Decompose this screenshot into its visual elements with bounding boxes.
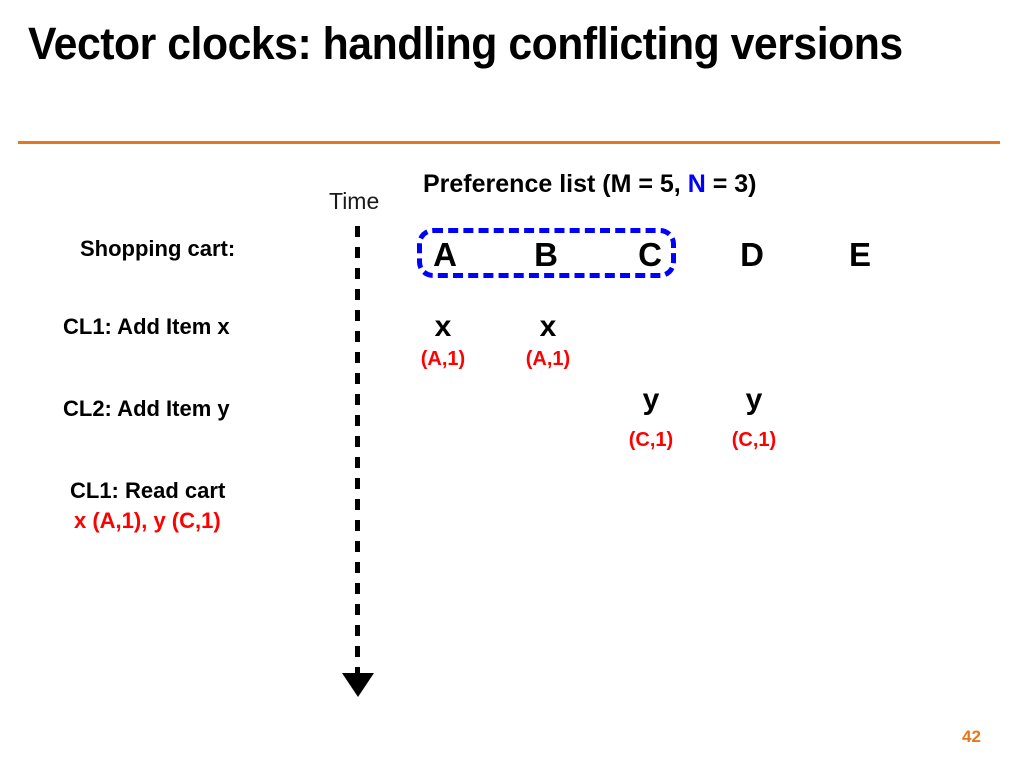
replica-item-x-on-b: x bbox=[539, 310, 557, 343]
node-label-d: D bbox=[740, 236, 764, 273]
page-number: 42 bbox=[962, 727, 981, 746]
replica-item-x-on-a: x bbox=[434, 310, 452, 343]
step-label: CL2: Add Item y bbox=[63, 396, 230, 421]
time-axis-dashed-line bbox=[355, 226, 360, 675]
preference-list-header: Preference list (M = 5, N = 3) bbox=[423, 170, 757, 199]
step-result-value: x (A,1), y (C,1) bbox=[74, 508, 221, 533]
preference-list-header-n: N bbox=[687, 170, 706, 198]
vector-clock-x-on-a: (A,1) bbox=[420, 348, 466, 370]
step-label: Shopping cart: bbox=[80, 236, 236, 261]
node-label-e: E bbox=[848, 236, 871, 273]
step-label: CL1: Add Item x bbox=[63, 314, 230, 339]
step-label: CL1: Read cart bbox=[70, 478, 226, 503]
time-axis-label: Time bbox=[329, 188, 380, 214]
quorum-highlight-box bbox=[417, 228, 676, 278]
node-label-c: C bbox=[638, 236, 662, 273]
preference-list-header-prefix: Preference list (M = 5, bbox=[423, 170, 688, 198]
replica-item-y-on-d: y bbox=[745, 383, 763, 416]
vector-clock-x-on-b: (A,1) bbox=[525, 348, 571, 370]
vector-clock-y-on-d: (C,1) bbox=[731, 429, 777, 451]
time-axis-arrow-icon bbox=[342, 673, 374, 697]
node-label-a: A bbox=[433, 236, 457, 273]
preference-list-header-suffix: = 3) bbox=[705, 170, 757, 198]
vector-clock-y-on-c: (C,1) bbox=[628, 429, 674, 451]
node-label-b: B bbox=[534, 236, 558, 273]
title-divider bbox=[18, 141, 1000, 144]
page-title: Vector clocks: handling conflicting vers… bbox=[28, 18, 903, 69]
replica-item-y-on-c: y bbox=[642, 383, 660, 416]
